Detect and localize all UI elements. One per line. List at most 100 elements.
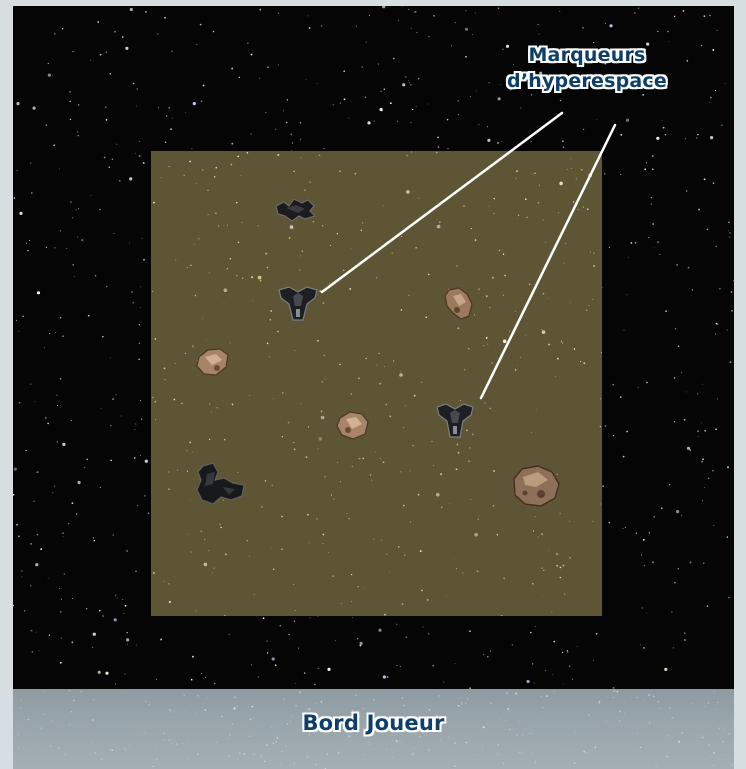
- star: [575, 732, 577, 734]
- star: [689, 449, 692, 451]
- star: [229, 258, 232, 260]
- star: [63, 753, 66, 756]
- star: [548, 343, 550, 346]
- star: [77, 104, 80, 106]
- star: [290, 765, 292, 767]
- star: [276, 737, 279, 739]
- star: [378, 628, 382, 632]
- star: [510, 89, 512, 91]
- star: [419, 735, 422, 738]
- star: [588, 304, 590, 307]
- star: [18, 747, 20, 749]
- star: [570, 749, 572, 750]
- star: [200, 530, 202, 533]
- star: [141, 418, 143, 420]
- star: [659, 707, 661, 709]
- star: [354, 172, 357, 175]
- star: [570, 167, 572, 169]
- star: [364, 754, 366, 756]
- star: [166, 115, 168, 117]
- star: [634, 241, 637, 244]
- star: [134, 429, 136, 431]
- star: [295, 682, 297, 684]
- star: [457, 451, 460, 454]
- star: [559, 512, 561, 515]
- star: [673, 421, 676, 423]
- star: [304, 189, 306, 191]
- star: [236, 201, 238, 204]
- star: [454, 765, 456, 767]
- star: [383, 613, 386, 616]
- star: [416, 31, 418, 33]
- star: [54, 485, 56, 487]
- star: [667, 30, 669, 33]
- star: [234, 696, 236, 699]
- star: [279, 764, 281, 766]
- star: [198, 238, 200, 240]
- star: [77, 480, 81, 485]
- star: [71, 598, 73, 599]
- star: [534, 682, 536, 684]
- star: [168, 106, 171, 109]
- star: [459, 400, 461, 402]
- star: [375, 706, 377, 708]
- star: [91, 719, 94, 721]
- star: [363, 587, 365, 588]
- star: [502, 294, 505, 296]
- star: [241, 222, 243, 224]
- star: [30, 383, 32, 385]
- star: [648, 721, 651, 724]
- star: [99, 487, 101, 489]
- star: [612, 383, 615, 386]
- star: [51, 720, 53, 722]
- star: [131, 291, 133, 293]
- star: [608, 521, 611, 524]
- star: [320, 25, 323, 27]
- star: [90, 194, 92, 196]
- star: [292, 762, 295, 765]
- star: [483, 345, 485, 347]
- star: [285, 745, 287, 747]
- star: [343, 70, 346, 73]
- star: [293, 620, 296, 623]
- star: [99, 53, 102, 56]
- star: [635, 532, 637, 534]
- star: [502, 253, 505, 255]
- star: [456, 443, 459, 446]
- star: [257, 225, 259, 227]
- star: [282, 392, 284, 394]
- star: [93, 699, 95, 701]
- star: [643, 699, 645, 701]
- star: [281, 548, 283, 551]
- star: [369, 474, 372, 476]
- star: [529, 283, 531, 286]
- star: [30, 162, 32, 164]
- star: [237, 241, 240, 244]
- star: [306, 756, 309, 758]
- star: [251, 705, 254, 708]
- star: [594, 746, 597, 749]
- star: [457, 704, 460, 707]
- star: [606, 695, 608, 697]
- star: [58, 168, 60, 170]
- star: [639, 644, 642, 646]
- star: [203, 562, 208, 567]
- star: [293, 228, 295, 230]
- star: [508, 330, 511, 332]
- star: [482, 654, 484, 656]
- star: [497, 142, 499, 144]
- star: [213, 176, 216, 178]
- star: [677, 345, 680, 347]
- star: [626, 294, 628, 296]
- star: [112, 398, 114, 400]
- star: [455, 468, 458, 471]
- star: [661, 507, 663, 510]
- star: [126, 638, 130, 642]
- star: [80, 690, 82, 693]
- star: [137, 505, 139, 507]
- star: [102, 615, 104, 617]
- star: [657, 700, 660, 703]
- star: [287, 421, 290, 424]
- star: [351, 247, 353, 249]
- star: [681, 372, 683, 374]
